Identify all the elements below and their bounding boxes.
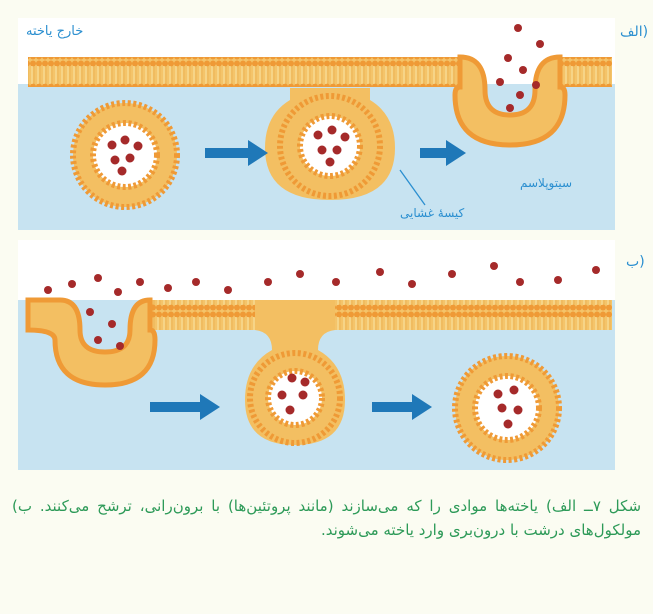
panel-a-membrane-left xyxy=(28,57,465,87)
panel-b-pinching-vesicle xyxy=(245,300,345,445)
panel-a-vesicle-2 xyxy=(265,88,395,200)
exocytosis-endocytosis-diagram xyxy=(0,0,653,480)
panel-a-vesicle-1 xyxy=(73,103,177,207)
panel-b-membrane-right xyxy=(330,300,612,330)
label-cytoplasm: سیتوپلاسم xyxy=(520,176,572,190)
panel-b-free-vesicle xyxy=(455,356,559,460)
panel-a-letter: الف) xyxy=(620,24,648,40)
panel-b-letter: ب) xyxy=(626,254,645,270)
figure-caption: شکل ۷ــ الف) یاخته‌ها موادی را که می‌ساز… xyxy=(12,494,641,542)
label-membrane-vesicle: کیسهٔ غشایی xyxy=(400,206,464,220)
panel-a-membrane-right xyxy=(555,57,612,87)
label-outside-cell: خارج یاخته xyxy=(26,24,83,39)
panel-b-outside xyxy=(18,240,615,300)
panel-b-membrane-mid xyxy=(145,300,262,330)
